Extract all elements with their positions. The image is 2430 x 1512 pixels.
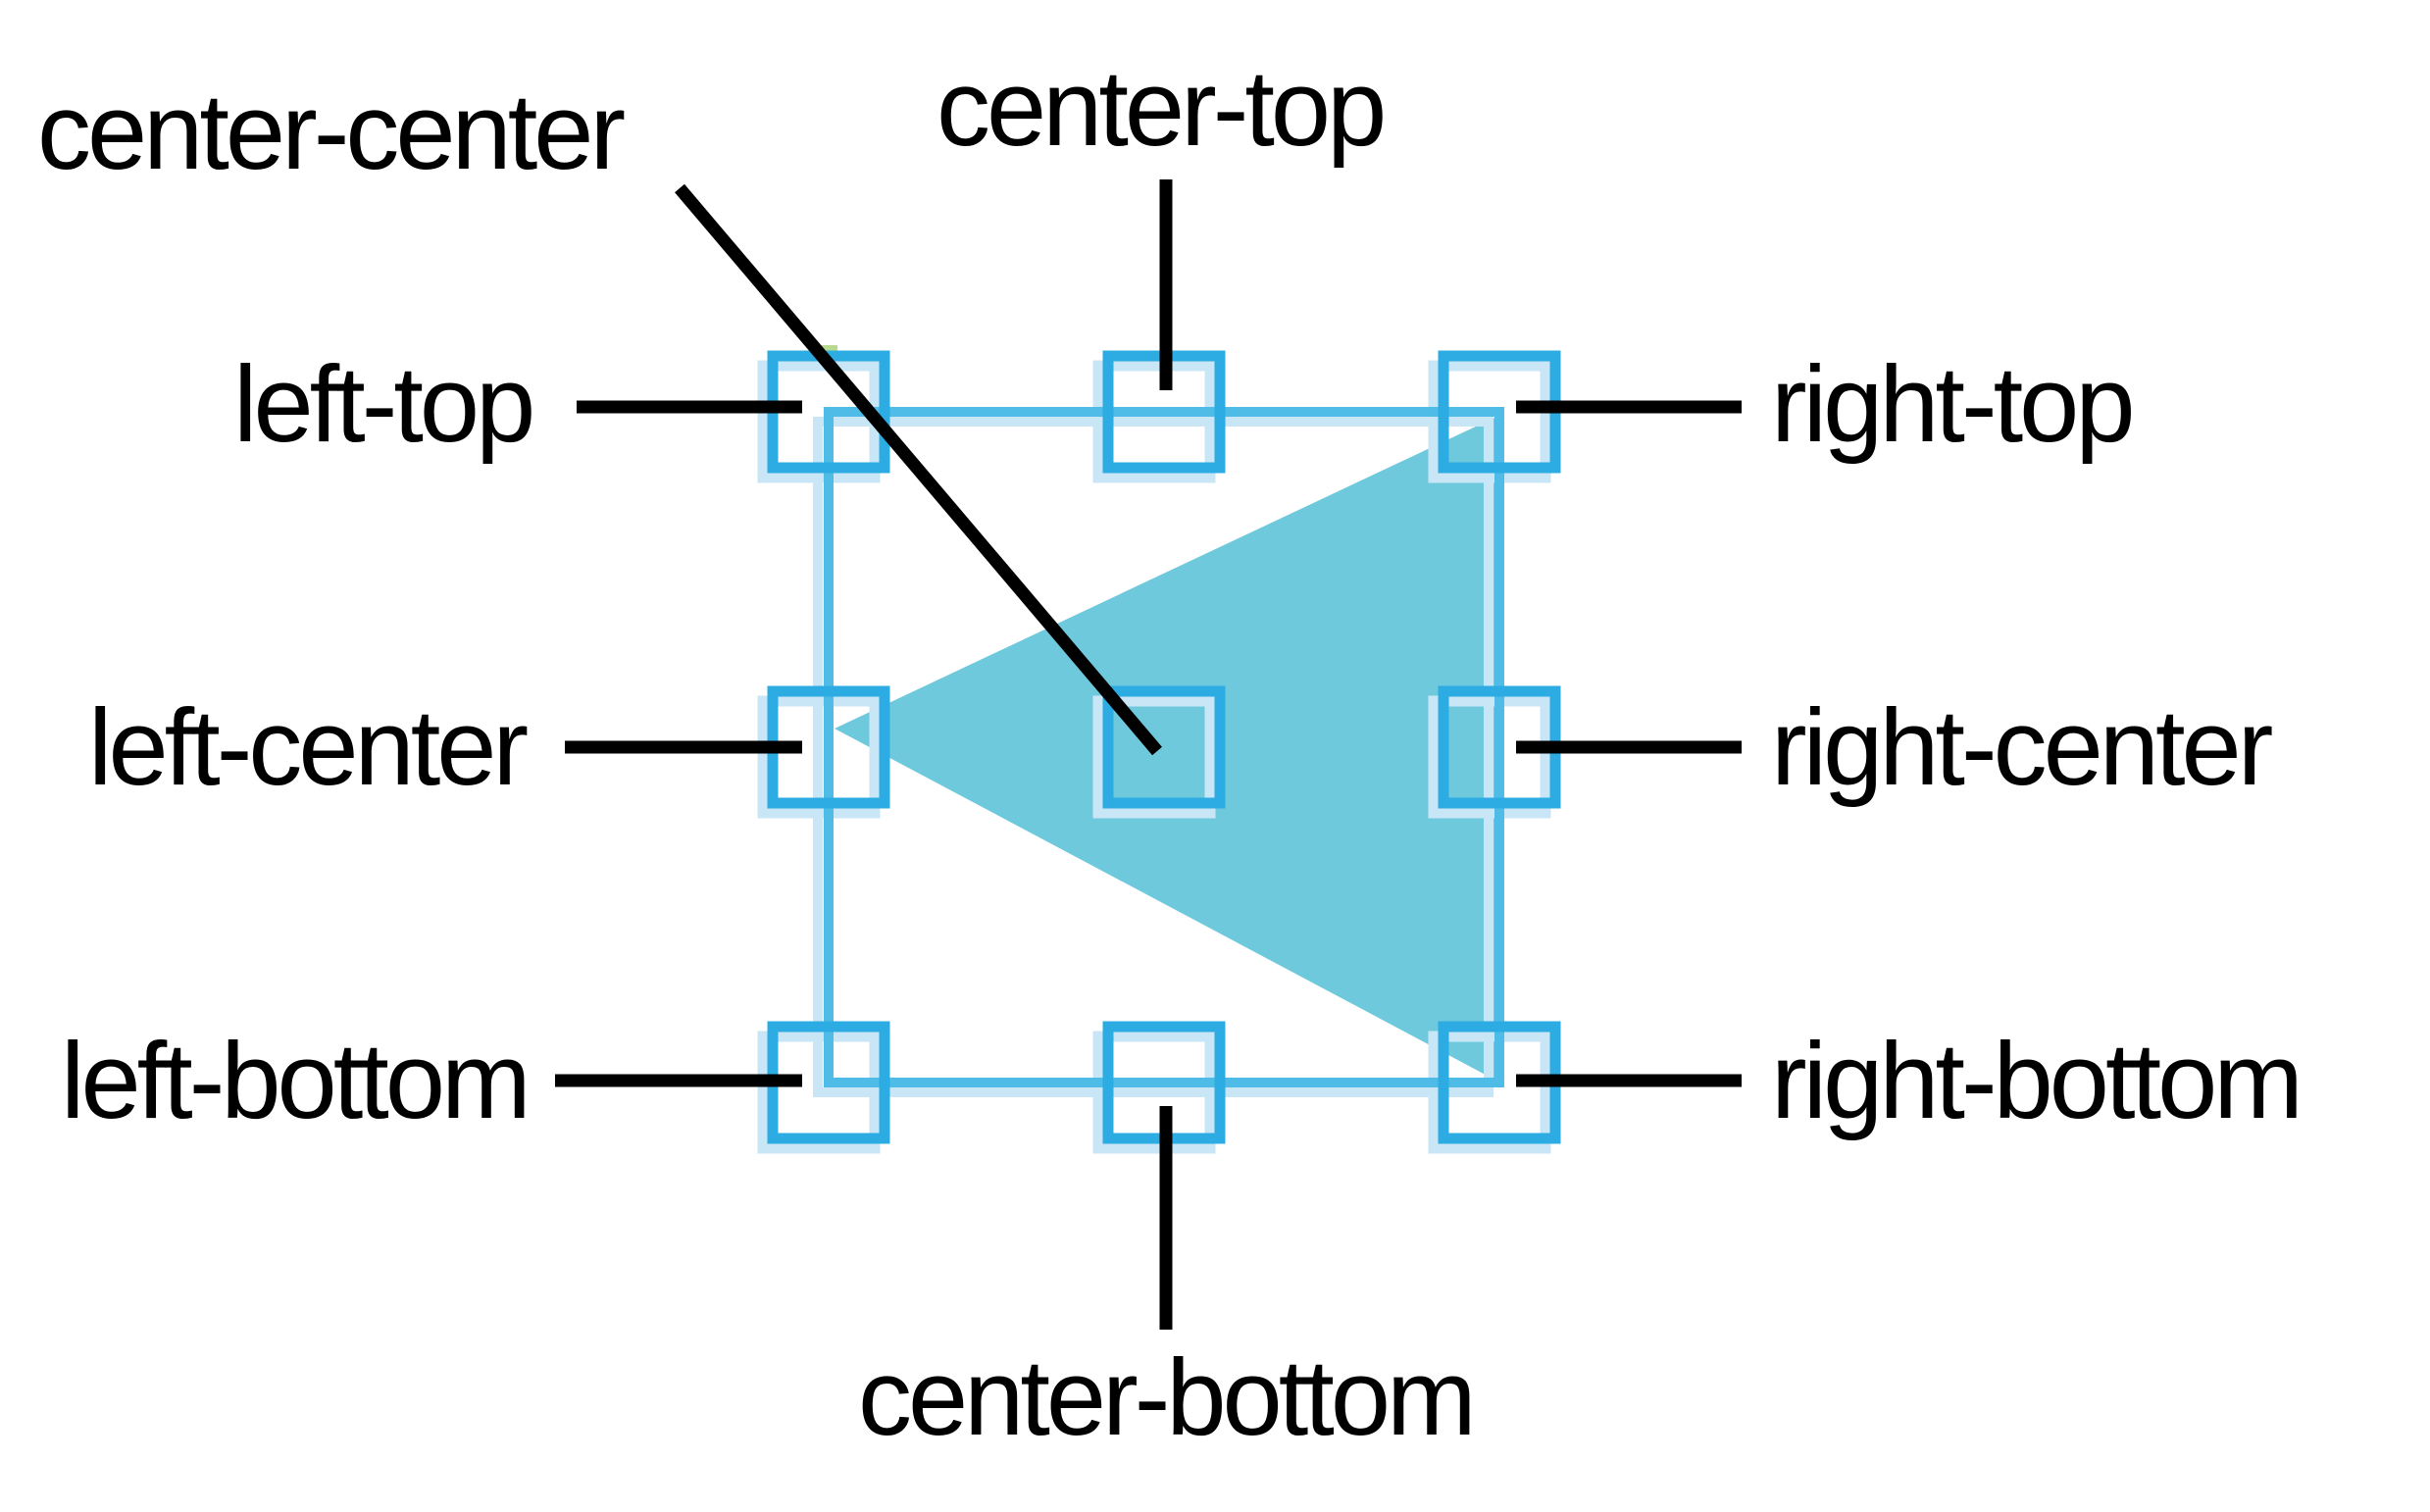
label-center-top: center-top <box>937 48 1383 169</box>
handle-echo-left-center <box>757 695 881 819</box>
handle-echo-left-bottom <box>757 1031 881 1154</box>
handle-echo-right-center <box>1428 695 1551 819</box>
label-left-bottom: left-bottom <box>61 1021 528 1141</box>
handle-echo-center-bottom <box>1092 1031 1216 1154</box>
label-left-top: left-top <box>233 344 532 465</box>
leader-center-center <box>675 183 1162 756</box>
bounding-box <box>824 407 1504 1087</box>
label-right-top: right-top <box>1771 344 2132 465</box>
label-right-bottom: right-bottom <box>1771 1021 2300 1141</box>
leader-lines <box>555 179 1742 1330</box>
label-left-center: left-center <box>88 687 527 808</box>
anchor-labels: center-center center-top left-top right-… <box>37 48 2303 1458</box>
selected-triangle-shape[interactable] <box>835 417 1496 1081</box>
handle-center-center[interactable] <box>1102 685 1226 809</box>
label-right-center: right-center <box>1771 687 2272 808</box>
label-center-center: center-center <box>37 72 624 192</box>
bounding-box-echo <box>813 417 1493 1097</box>
label-center-bottom: center-bottom <box>858 1337 1473 1458</box>
handle-echo-center-top <box>1092 360 1216 483</box>
handle-echo-right-bottom <box>1428 1031 1551 1154</box>
handle-echo-right-top <box>1428 360 1551 483</box>
handle-echo-center-center <box>1092 695 1216 819</box>
handle-echoes <box>757 360 1551 1154</box>
green-speck <box>820 345 837 354</box>
